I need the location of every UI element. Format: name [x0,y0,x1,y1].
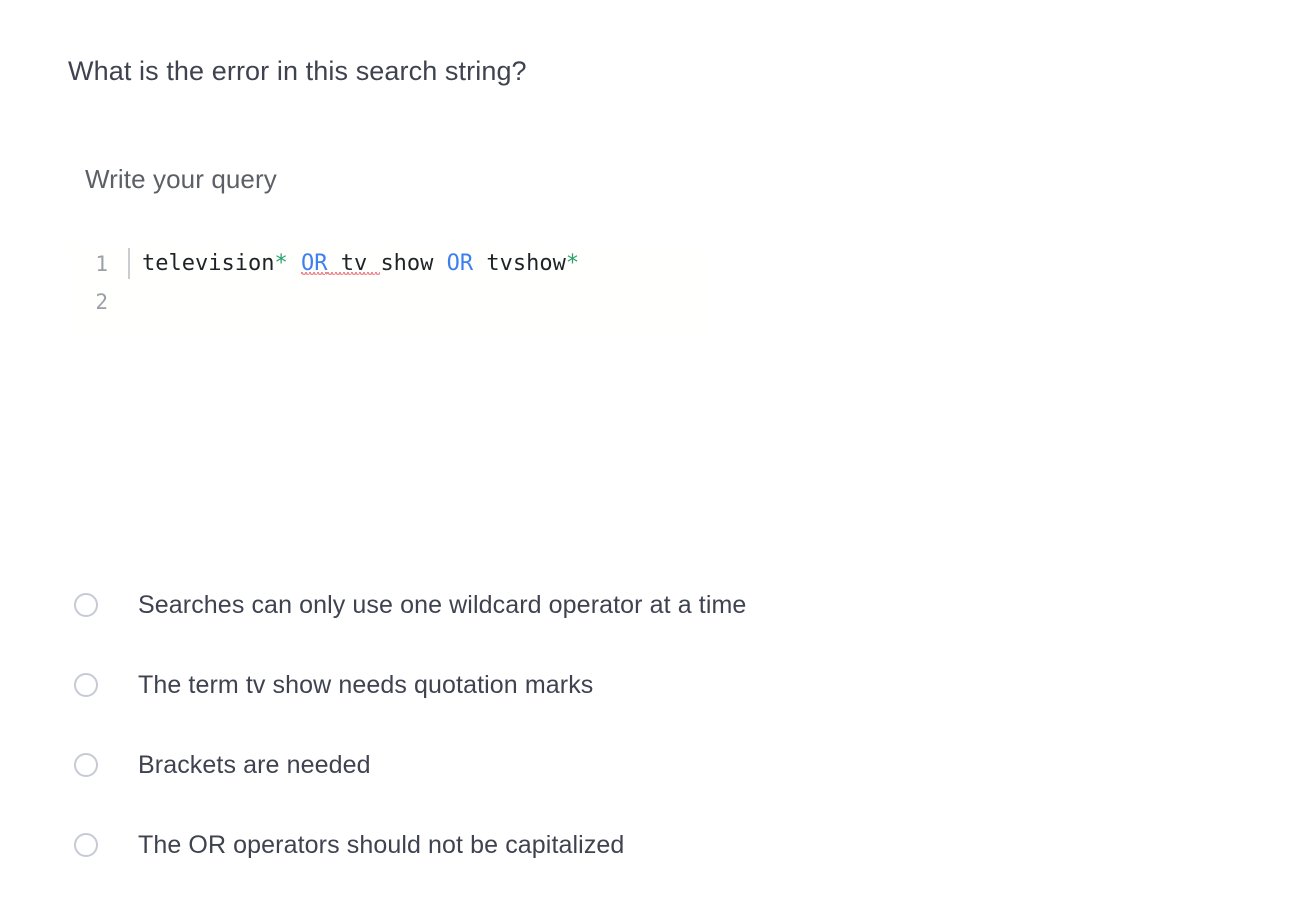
text-cursor [120,245,138,283]
answer-option-label-4: The OR operators should not be capitaliz… [138,831,625,859]
line-2-cursor-column [120,283,138,321]
line-number-1: 1 [95,252,108,276]
answer-options-group: Searches can only use one wildcard opera… [68,565,1168,885]
code-token-wildcard-2: * [565,251,580,276]
answer-option-1[interactable]: Searches can only use one wildcard opera… [68,565,1168,645]
line-number-2: 2 [95,290,108,314]
radio-button-icon-3[interactable] [74,753,98,777]
radio-button-icon-4[interactable] [74,833,98,857]
query-editor-label: Write your query [85,164,277,194]
code-token-term-tvshow: tvshow [473,251,566,276]
query-editor-block: Write your query 1 television* OR tv sho… [68,160,728,337]
code-editor[interactable]: 1 television* OR tv show OR tvshow* 2 [68,245,708,337]
radio-button-icon-1[interactable] [74,593,98,617]
code-token-term-television: television [142,251,275,276]
code-token-term-tv: tv [327,251,381,276]
answer-option-4[interactable]: The OR operators should not be capitaliz… [68,805,1168,885]
page-title: What is the error in this search string? [68,56,527,86]
answer-option-3[interactable]: Brackets are needed [68,725,1168,805]
code-editor-line-2[interactable]: 2 [68,283,708,321]
code-token-operator-or-1: OR [300,251,328,276]
query-code-text[interactable]: television* OR tv show OR tvshow* [138,245,579,283]
code-token-term-show: show [380,251,447,276]
answer-option-2[interactable]: The term tv show needs quotation marks [68,645,1168,725]
code-token-operator-or-2: OR [446,251,474,276]
caret-bar-icon [128,248,130,279]
answer-option-label-1: Searches can only use one wildcard opera… [138,591,747,619]
answer-option-label-2: The term tv show needs quotation marks [138,671,594,699]
answer-option-label-3: Brackets are needed [138,751,371,779]
radio-button-icon-2[interactable] [74,673,98,697]
code-token-wildcard-1: * [274,251,288,276]
code-editor-line-1[interactable]: 1 television* OR tv show OR tvshow* [68,245,708,283]
code-token-space-1 [288,251,301,276]
